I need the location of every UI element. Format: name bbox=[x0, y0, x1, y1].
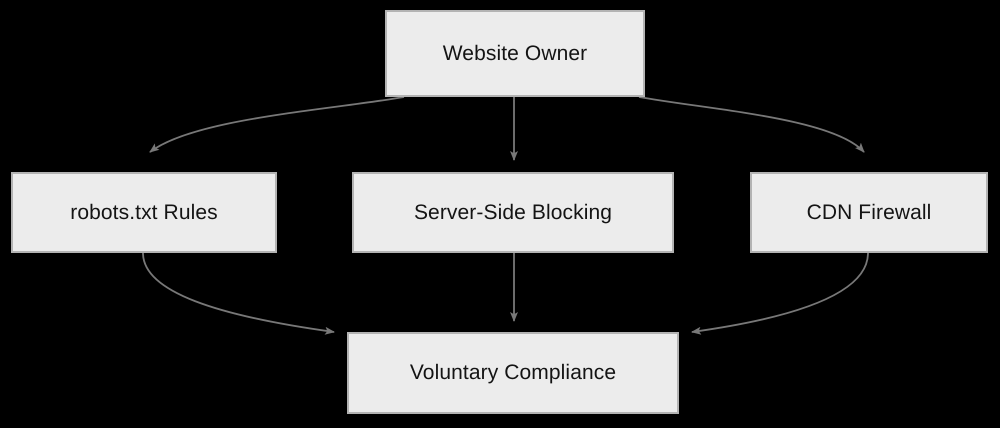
node-label-cdn-firewall: CDN Firewall bbox=[806, 200, 932, 224]
edge-robots-compliance bbox=[142, 252, 335, 335]
node-voluntary-compliance[interactable]: Voluntary Compliance bbox=[347, 332, 679, 414]
edge-owner-cdn bbox=[638, 96, 865, 153]
node-label-server-side-blocking: Server-Side Blocking bbox=[413, 200, 613, 224]
node-server-side-blocking[interactable]: Server-Side Blocking bbox=[352, 172, 674, 253]
edge-owner-robots bbox=[149, 96, 405, 153]
node-cdn-firewall[interactable]: CDN Firewall bbox=[750, 172, 988, 253]
node-label-voluntary-compliance: Voluntary Compliance bbox=[409, 361, 617, 385]
node-label-website-owner: Website Owner bbox=[442, 41, 588, 65]
node-label-robots-txt-rules: robots.txt Rules bbox=[70, 200, 218, 224]
node-website-owner[interactable]: Website Owner bbox=[385, 10, 645, 97]
node-robots-txt-rules[interactable]: robots.txt Rules bbox=[11, 172, 277, 253]
edge-cdn-compliance bbox=[691, 252, 869, 335]
